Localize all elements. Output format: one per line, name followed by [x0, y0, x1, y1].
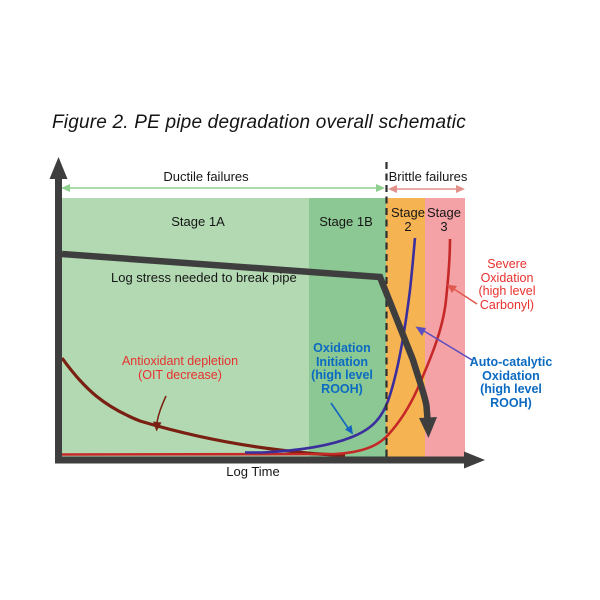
- log-stress-label: Log stress needed to break pipe: [111, 270, 297, 285]
- severe-oxidation-curve: [61, 238, 452, 456]
- stage-1b-region: [309, 198, 386, 457]
- brittle-failures-label: Brittle failures: [388, 169, 468, 184]
- ductile-failures-label: Ductile failures: [163, 169, 249, 184]
- brittle-range-arrow: [388, 185, 465, 193]
- x-axis: [55, 451, 485, 469]
- antioxidant-pointer-arrow: [153, 395, 167, 432]
- severe-oxidation-label: Severe Oxidation (high level Carbonyl): [478, 257, 536, 312]
- antioxidant-depletion-label: Antioxidant depletion (OIT decrease): [121, 354, 239, 382]
- x-axis-label: Log Time: [226, 464, 280, 479]
- stage-1a-label: Stage 1A: [171, 214, 225, 229]
- auto-catalytic-oxidation-label: Auto-catalytic Oxidation (high level ROO…: [469, 355, 553, 410]
- oxidation-initiation-label: Oxidation Initiation (high level ROOH): [311, 341, 373, 396]
- stage-1b-label: Stage 1B: [319, 214, 373, 229]
- ductile-range-arrow: [61, 184, 385, 192]
- oxidation-initiation-pointer-arrow: [330, 402, 353, 435]
- stage-1a-region: [61, 198, 309, 457]
- oxidation-initiation-curve: [245, 237, 417, 454]
- stage-3-region: [425, 198, 465, 457]
- severe-oxidation-pointer-arrow: [447, 284, 478, 305]
- x-axis-arrowhead: [464, 451, 485, 469]
- y-axis-arrowhead: [49, 157, 68, 179]
- auto-catalytic-pointer-arrow: [415, 326, 473, 361]
- stress-down-arrowhead: [419, 417, 437, 438]
- y-axis: [49, 157, 68, 461]
- log-stress-curve: [61, 250, 437, 438]
- stage-3-label: Stage 3: [427, 205, 461, 234]
- stage-2-label: Stage 2: [391, 205, 425, 234]
- figure-title: Figure 2. PE pipe degradation overall sc…: [52, 112, 466, 133]
